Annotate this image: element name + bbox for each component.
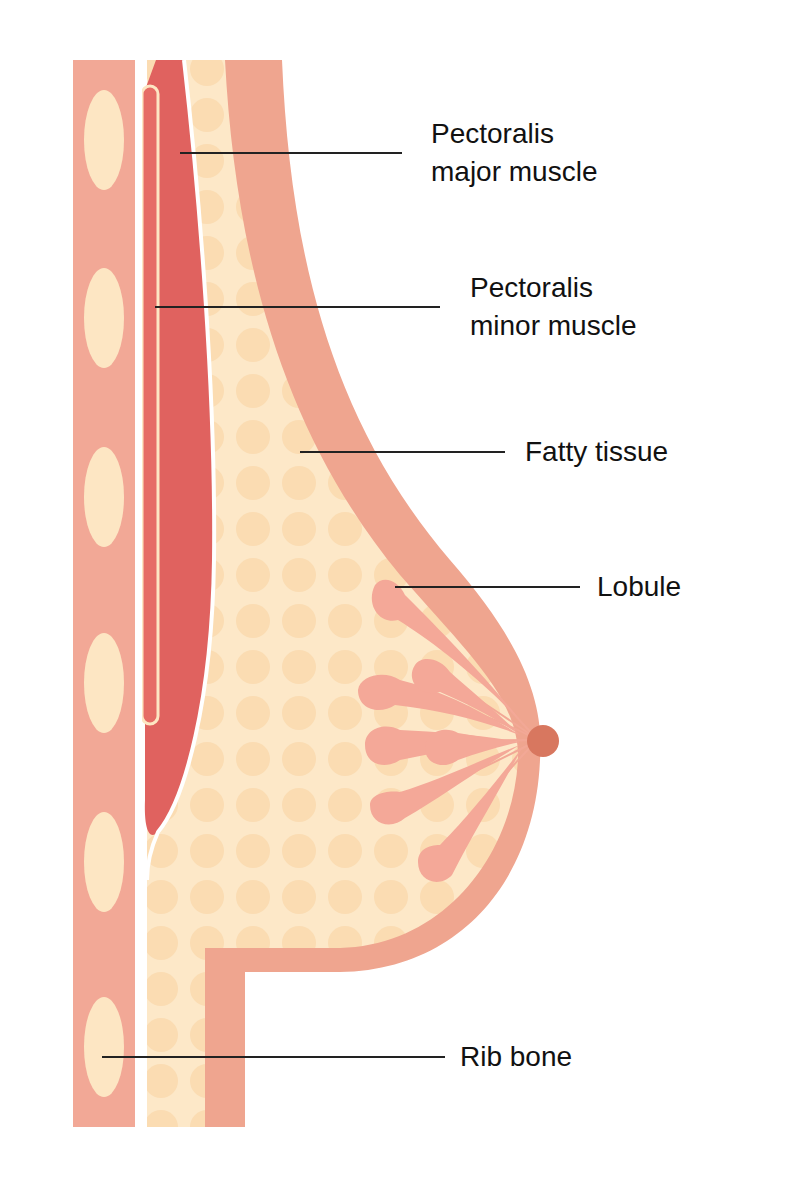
part-label: Rib bone: [458, 1038, 762, 1076]
rib-bones: [84, 90, 124, 1097]
gap: [135, 60, 142, 1127]
part-label: Pectoralis minor muscle: [468, 269, 662, 345]
pectoralis-minor: [142, 86, 158, 724]
part-label: Lobule: [595, 568, 789, 606]
part-label: Pectoralis major muscle: [429, 115, 623, 191]
lobules: [358, 580, 522, 882]
nipple: [527, 725, 559, 757]
rib-column: [73, 60, 135, 1127]
part-label: Fatty tissue: [523, 433, 787, 471]
